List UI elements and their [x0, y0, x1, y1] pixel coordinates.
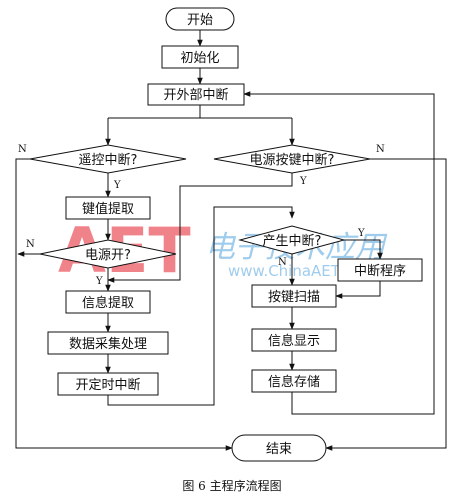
node-init-label: 初始化 [180, 51, 219, 66]
branch-remote-yes: Y [113, 180, 121, 191]
node-key-scan-label: 按键扫描 [268, 290, 320, 305]
branch-power-on-yes: Y [95, 276, 103, 287]
node-gen-int: 产生中断? [238, 225, 346, 255]
branch-gen-int-no: N [278, 257, 287, 268]
node-data-proc-label: 数据采集处理 [69, 336, 147, 352]
node-info-store-label: 信息存储 [268, 374, 320, 390]
node-key-extract-label: 键值提取 [82, 201, 134, 217]
node-info-extract: 信息提取 [65, 290, 151, 314]
node-key-extract: 键值提取 [65, 196, 151, 220]
node-info-display: 信息显示 [251, 328, 337, 352]
flow-connectors [15, 30, 447, 451]
node-int-routine: 中断程序 [337, 258, 423, 282]
node-open-timer-int: 开定时中断 [57, 372, 159, 396]
node-info-display-label: 信息显示 [268, 333, 320, 349]
node-data-proc: 数据采集处理 [47, 331, 169, 355]
node-end-label: 结束 [266, 442, 292, 457]
node-init: 初始化 [161, 45, 239, 69]
arrow-remote-no [15, 158, 233, 451]
node-open-ext-int-label: 开外部中断 [163, 88, 228, 103]
figure-caption: 图 6 主程序流程图 [182, 478, 281, 493]
arrow-powerkey-no [325, 158, 447, 451]
node-power-key-int: 电源按键中断? [213, 144, 371, 174]
node-open-ext-int: 开外部中断 [147, 83, 245, 106]
node-start: 开始 [165, 7, 235, 31]
node-power-on: 电源开? [39, 239, 177, 269]
node-info-extract-label: 信息提取 [82, 295, 134, 311]
node-remote-int: 遥控中断? [29, 144, 187, 174]
node-key-scan: 按键扫描 [251, 284, 337, 308]
node-remote-int-label: 遥控中断? [79, 153, 138, 168]
branch-labels: N Y N Y N Y N Y [18, 144, 385, 287]
arrow-store-loop [243, 91, 435, 415]
arrow-routine-keyscan [335, 281, 381, 299]
node-start-label: 开始 [187, 13, 213, 28]
arrow-powerkey-yes [107, 173, 293, 283]
branch-gen-int-yes: Y [357, 228, 365, 239]
node-power-key-int-label: 电源按键中断? [250, 153, 335, 168]
node-gen-int-label: 产生中断? [263, 234, 322, 249]
branch-power-key-no: N [376, 144, 385, 155]
arrow-timer-genint [107, 206, 295, 406]
node-info-store: 信息存储 [251, 369, 337, 393]
node-int-routine-label: 中断程序 [354, 264, 406, 279]
branch-power-on-no: N [26, 239, 35, 250]
node-power-on-label: 电源开? [85, 248, 131, 263]
branch-remote-no: N [18, 144, 27, 155]
node-end: 结束 [231, 434, 327, 462]
branch-power-key-yes: Y [299, 176, 307, 187]
arrow-genint-yes [344, 239, 383, 260]
node-open-timer-int-label: 开定时中断 [75, 378, 140, 393]
